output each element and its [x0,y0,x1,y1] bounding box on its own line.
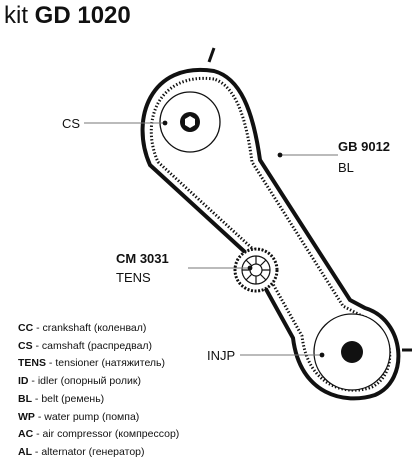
legend-text: - air compressor (компрессор) [33,428,180,441]
legend-row: BL - belt (ремень) [18,391,179,409]
legend-abbr: ID [18,375,29,388]
leader-dots [162,120,325,358]
legend-text: - idler (опорный ролик) [28,375,141,388]
tensioner-pulley [233,247,279,293]
camshaft-label: CS [62,116,81,131]
title-kit-word: kit [4,2,28,29]
legend-row: AC - air compressor (компрессор) [18,426,179,444]
belt-type-label: BL [338,160,354,175]
legend-text: - camshaft (распредвал) [32,339,153,352]
legend-text: - alternator (генератор) [32,445,145,458]
legend-row: TENS - tensioner (натяжитель) [18,355,179,373]
legend-abbr: TENS [18,357,47,370]
kit-title: kit GD 1020 [4,1,131,31]
legend-row: AL - alternator (генератор) [18,444,179,462]
legend-abbr: CS [18,339,33,352]
tensioner-code-label: CM 3031 [116,251,169,266]
injection-pump-label: INJP [207,348,236,363]
legend-abbr: WP [18,410,35,423]
tensioner-type-label: TENS [116,270,151,285]
legend-abbr: CC [18,322,34,334]
legend-row: WP - water pump (помпа) [18,409,179,427]
legend-text: - water pump (помпа) [34,410,140,423]
belt-teeth [149,76,392,392]
legend-row: CC - crankshaft (коленвал) [18,320,179,338]
legend-abbr: AC [18,428,34,441]
injection-pump-pulley [313,313,391,391]
legend-text: - belt (ремень) [32,392,105,405]
belt-outer-outline [140,67,401,401]
legend-abbr: BL [18,392,32,405]
belt-code-label: GB 9012 [338,139,391,154]
legend-row: CS - camshaft (распредвал) [18,338,179,356]
legend-abbr: AL [18,445,32,458]
leader-lines [84,122,338,356]
timing-mark-top [207,47,216,63]
legend-text: - crankshaft (коленвал) [33,322,147,334]
legend-text: - tensioner (натяжитель) [46,357,166,370]
camshaft-pulley [159,91,221,153]
legend-row: ID - idler (опорный ролик) [18,373,179,391]
title-kit-code: GD 1020 [34,2,131,29]
abbreviation-legend: CC - crankshaft (коленвал) CS - camshaft… [18,320,179,462]
